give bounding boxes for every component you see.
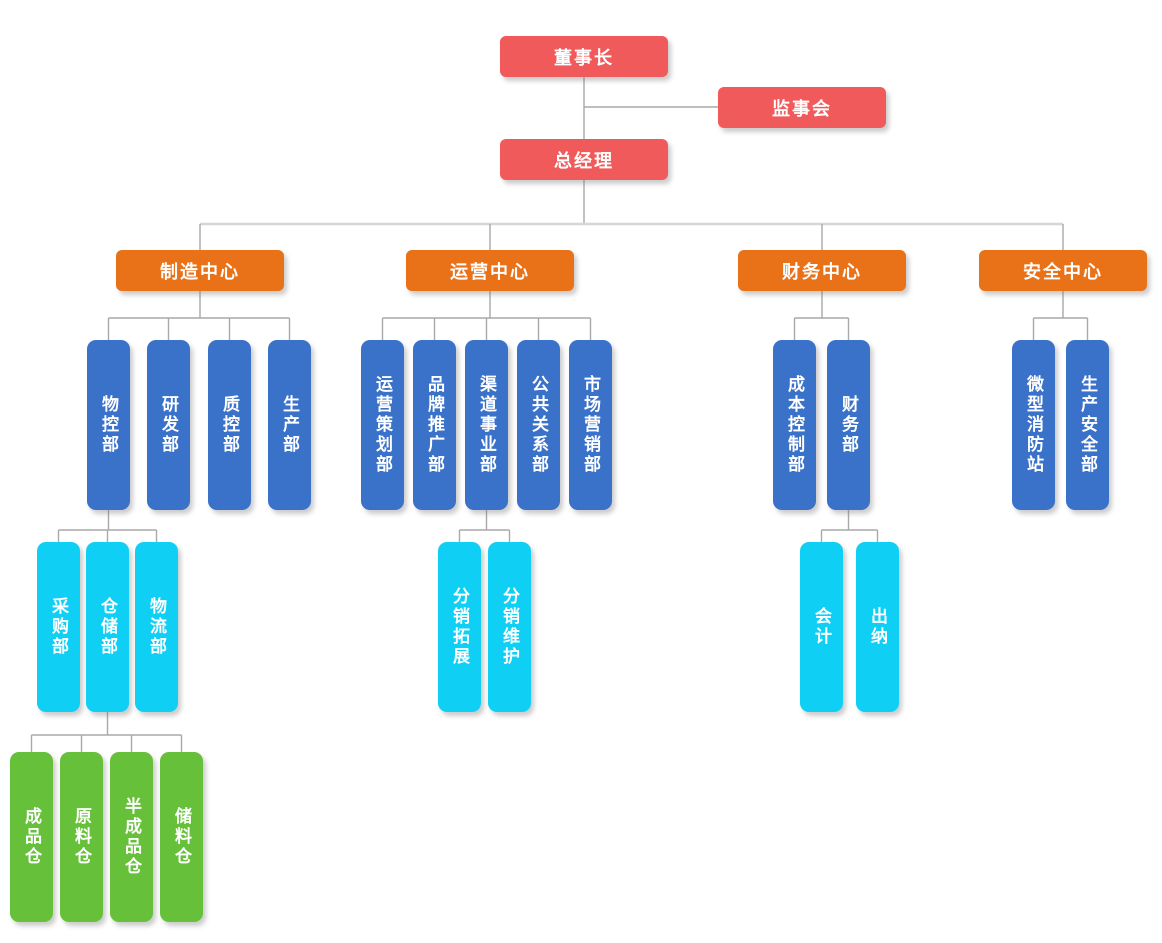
line-operations-depts xyxy=(381,291,592,340)
node-dept-operations-planning: 运营策划部 xyxy=(361,340,404,510)
node-dept-production-safety: 生产安全部 xyxy=(1066,340,1109,510)
node-general-manager: 总经理 xyxy=(500,139,668,180)
node-team-distribution-maintenance: 分销维护 xyxy=(488,542,531,712)
node-team-logistics: 物流部 xyxy=(135,542,178,712)
node-dept-material-control: 物控部 xyxy=(87,340,130,510)
node-dept-brand-promotion: 品牌推广部 xyxy=(413,340,456,510)
node-center-operations: 运营中心 xyxy=(406,250,574,291)
node-team-accounting: 会计 xyxy=(800,542,843,712)
node-warehouse-material-storage: 储料仓 xyxy=(160,752,203,922)
node-warehouse-finished-goods: 成品仓 xyxy=(10,752,53,922)
node-dept-marketing: 市场营销部 xyxy=(569,340,612,510)
node-warehouse-semi-finished: 半成品仓 xyxy=(110,752,153,922)
node-warehouse-raw-material: 原料仓 xyxy=(60,752,103,922)
line-material-control-teams xyxy=(57,510,158,542)
line-safety-depts xyxy=(1032,291,1089,340)
node-team-procurement: 采购部 xyxy=(37,542,80,712)
node-team-warehousing: 仓储部 xyxy=(86,542,129,712)
line-finance-depts xyxy=(793,291,850,340)
node-dept-production: 生产部 xyxy=(268,340,311,510)
node-center-finance: 财务中心 xyxy=(738,250,906,291)
node-dept-public-relations: 公共关系部 xyxy=(517,340,560,510)
line-warehouses xyxy=(30,712,183,752)
line-manufacturing-depts xyxy=(107,291,291,340)
node-team-distribution-expansion: 分销拓展 xyxy=(438,542,481,712)
node-dept-rnd: 研发部 xyxy=(147,340,190,510)
node-chairman: 董事长 xyxy=(500,36,668,77)
line-finance-teams xyxy=(820,510,879,542)
node-dept-finance: 财务部 xyxy=(827,340,870,510)
node-dept-cost-control: 成本控制部 xyxy=(773,340,816,510)
node-dept-quality-control: 质控部 xyxy=(208,340,251,510)
line-chairman-gm xyxy=(583,77,718,139)
node-dept-micro-fire-station: 微型消防站 xyxy=(1012,340,1055,510)
node-center-safety: 安全中心 xyxy=(979,250,1147,291)
node-dept-channel-business: 渠道事业部 xyxy=(465,340,508,510)
line-channel-teams xyxy=(458,510,511,542)
line-center-drops xyxy=(199,224,1064,250)
node-supervisory-board: 监事会 xyxy=(718,87,886,128)
node-center-manufacturing: 制造中心 xyxy=(116,250,284,291)
node-team-cashier: 出纳 xyxy=(856,542,899,712)
